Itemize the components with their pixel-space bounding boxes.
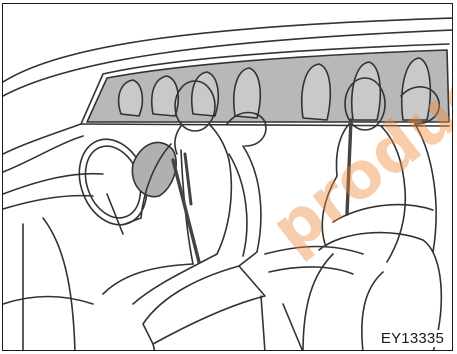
center-console	[265, 247, 363, 352]
vehicle-interior-illustration	[3, 4, 453, 351]
figure-code-label: EY13335	[379, 330, 446, 347]
dashboard	[3, 174, 103, 351]
curtain-airbag	[87, 50, 449, 122]
figure-frame: production EY13335	[2, 3, 453, 351]
